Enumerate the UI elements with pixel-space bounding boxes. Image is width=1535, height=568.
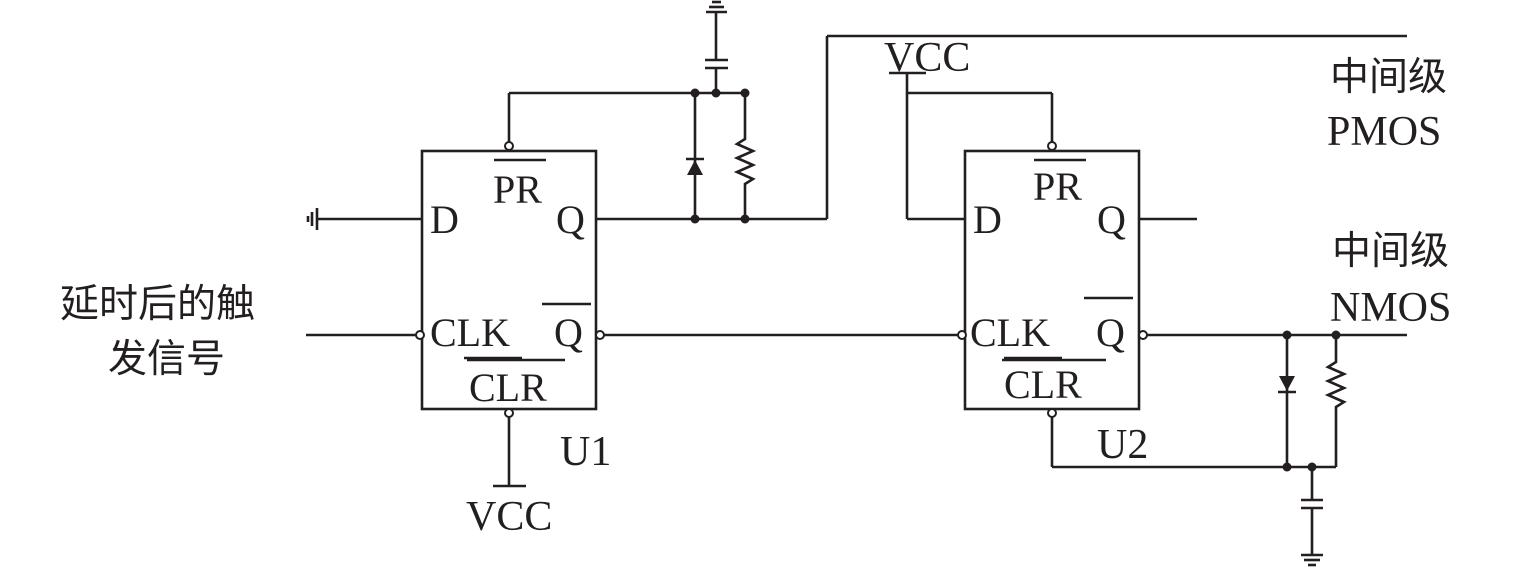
top-vcc-label: VCC <box>884 35 970 81</box>
junction-dot <box>1307 462 1317 472</box>
u1-clr-supply: VCC <box>466 408 552 540</box>
u2-pr-bubble <box>1047 141 1057 151</box>
nmos-label-line2: NMOS <box>1330 285 1451 331</box>
junction-dot <box>690 214 700 224</box>
u1-pin-d: D <box>430 197 459 242</box>
u1-resistor-icon <box>733 93 757 219</box>
pmos-label-line1: 中间级 <box>1330 55 1447 100</box>
junction-dot <box>1282 462 1292 472</box>
u2-resistor-icon <box>1324 335 1348 467</box>
u1-pin-pr: PR <box>493 167 542 212</box>
u2-supply: VCC <box>884 35 1197 221</box>
u1-diode-icon <box>687 160 703 175</box>
u2-pin-clk: CLK <box>970 310 1050 355</box>
u1-pr-bubble <box>504 141 514 151</box>
junction-dot <box>1282 330 1292 340</box>
u1-qbar-bubble <box>595 330 605 340</box>
u1-body <box>420 149 598 411</box>
flip-flop-u1: D PR Q CLK Q CLR U1 <box>420 149 611 475</box>
u1-pr-network <box>504 0 1407 224</box>
u2-label: U2 <box>1097 422 1148 468</box>
u1-pin-qbar: Q <box>554 310 583 355</box>
u2-diode-icon <box>1279 376 1295 391</box>
u2-pin-pr: PR <box>1033 164 1082 209</box>
input-label-line1: 延时后的触 <box>60 282 255 327</box>
u1-label: U1 <box>560 429 611 475</box>
u2-pin-q: Q <box>1097 197 1126 242</box>
u1-pin-clr: CLR <box>469 365 547 410</box>
pmos-label-line2: PMOS <box>1327 109 1441 155</box>
input-label-line2: 发信号 <box>108 337 225 382</box>
junction-dot <box>711 88 721 98</box>
u2-output-network <box>1047 330 1407 567</box>
u2-clr-bubble <box>1047 408 1057 418</box>
u1-clr-vcc-label: VCC <box>466 494 552 540</box>
junction-dot <box>740 214 750 224</box>
nmos-label-line1: 中间级 <box>1332 229 1449 274</box>
u1-clk-bubble <box>415 330 425 340</box>
flip-flop-u2: D PR Q CLK Q CLR U2 <box>963 149 1148 468</box>
u2-pin-clr: CLR <box>1004 362 1082 407</box>
trigger-input: 延时后的触 发信号 <box>60 282 967 382</box>
u1-pin-q: Q <box>556 197 585 242</box>
u2-clk-bubble <box>957 330 967 340</box>
output-labels: 中间级 PMOS 中间级 NMOS <box>1327 55 1451 331</box>
u2-pin-d: D <box>973 197 1002 242</box>
u1-d-ground <box>306 208 422 230</box>
junction-dot <box>740 88 750 98</box>
u2-pin-qbar: Q <box>1096 310 1125 355</box>
u1-pin-clk: CLK <box>430 310 510 355</box>
u1-clr-bubble <box>504 408 514 418</box>
junction-dot <box>690 88 700 98</box>
junction-dot <box>1331 330 1341 340</box>
u2-qbar-bubble <box>1138 330 1148 340</box>
